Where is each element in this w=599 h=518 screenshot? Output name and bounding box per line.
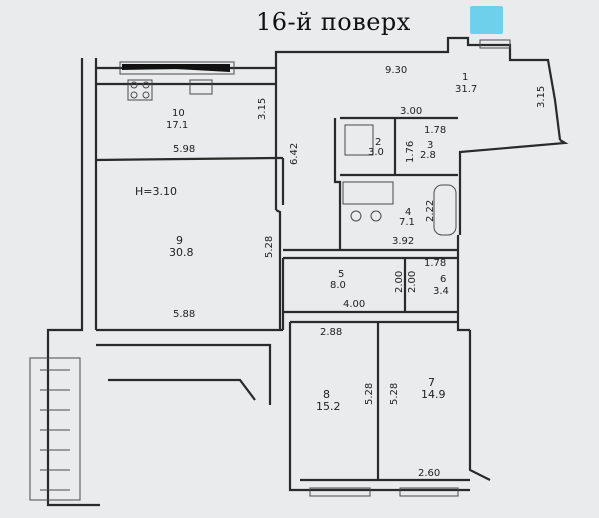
dimension-label: 5.28 <box>264 236 275 258</box>
dimension-label: 2.88 <box>320 327 342 338</box>
dimension-label: 3.15 <box>536 86 547 108</box>
toilet-icon <box>370 210 382 222</box>
room-number: 5 <box>338 269 344 280</box>
dimension-label: 2.60 <box>418 468 440 479</box>
dimension-label: 2.00 <box>407 271 418 293</box>
room-number: 8 <box>323 388 330 401</box>
dimension-labels: 9.30 3.15 3.15 5.98 6.42 3.00 1.78 1.76 … <box>173 65 547 479</box>
room-number: 9 <box>176 234 183 247</box>
dimension-label: 4.00 <box>343 299 365 310</box>
room-number: 6 <box>440 274 446 285</box>
dimension-label: 1.78 <box>424 258 446 269</box>
room-area: 7.1 <box>399 217 415 228</box>
bathtub-icon <box>433 184 457 236</box>
room-area: 3.4 <box>433 286 449 297</box>
dimension-label: 1.76 <box>405 141 416 163</box>
walls <box>46 36 569 507</box>
ceiling-height: Н=3.10 <box>135 185 177 198</box>
dimension-label: 5.88 <box>173 309 195 320</box>
room-labels: 10 17.1 1 31.7 2 3.0 3 2.8 4 7.1 9 30.8 … <box>166 72 477 413</box>
room-number: 10 <box>172 108 185 119</box>
room-area: 3.0 <box>368 147 384 158</box>
dimension-label: 3.15 <box>257 98 268 120</box>
window-icon <box>399 487 459 497</box>
room-area: 14.9 <box>421 388 446 401</box>
range-hood <box>122 64 230 72</box>
room-number: 1 <box>462 72 468 83</box>
toilet-icon <box>350 210 362 222</box>
dimension-label: 5.28 <box>364 383 375 405</box>
dimension-label: 5.28 <box>389 383 400 405</box>
floor-title: 16-й поверх <box>256 8 411 36</box>
room-number: 2 <box>375 137 381 148</box>
room-number: 4 <box>405 207 411 218</box>
window-icon <box>479 39 511 49</box>
room-area: 31.7 <box>455 84 477 95</box>
dimension-label: 9.30 <box>385 65 407 76</box>
dimension-label: 2.22 <box>425 200 436 222</box>
dimension-label: 6.42 <box>289 143 300 165</box>
stairs-icon <box>29 357 81 501</box>
room-area: 15.2 <box>316 400 341 413</box>
dimension-label: 5.98 <box>173 144 195 155</box>
countertop <box>119 61 235 75</box>
room-number: 7 <box>428 376 435 389</box>
sink-icon <box>189 79 213 95</box>
room-area: 2.8 <box>420 150 436 161</box>
room-area: 30.8 <box>169 246 194 259</box>
room-area: 8.0 <box>330 280 346 291</box>
blue-sticker <box>470 6 503 34</box>
stove-icon <box>127 79 153 101</box>
window-icon <box>309 487 371 497</box>
closet-icon <box>344 124 374 156</box>
dimension-label: 1.78 <box>424 125 446 136</box>
dimension-label: 3.00 <box>400 106 422 117</box>
fixtures <box>29 39 511 501</box>
dimension-label: 3.92 <box>392 236 414 247</box>
dimension-label: 2.00 <box>394 271 405 293</box>
room-number: 3 <box>427 140 433 151</box>
washbasin-icon <box>342 181 394 205</box>
room-area: 17.1 <box>166 120 188 131</box>
